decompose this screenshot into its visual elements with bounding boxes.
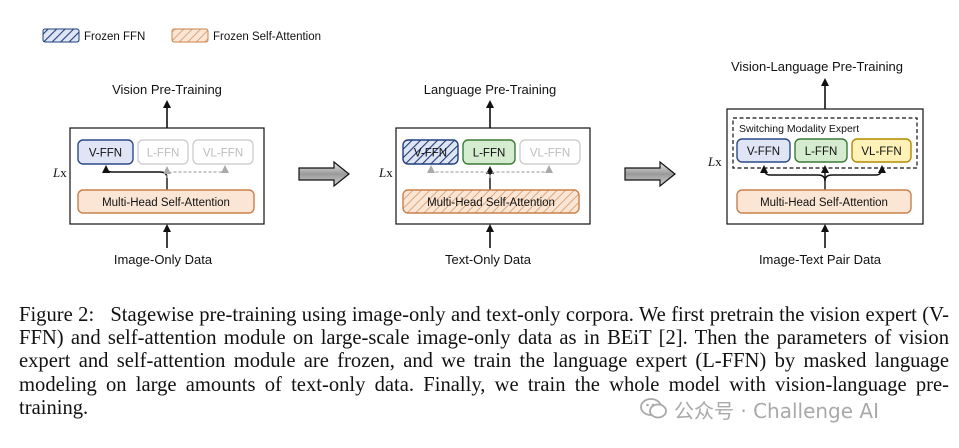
route-arrow-inactive [489, 165, 553, 179]
attention-block [77, 189, 255, 214]
stage-vision-language: Vision-Language Pre-Training Lx Switchin… [707, 59, 924, 267]
expert-l-ffn-label: L-FFN [805, 146, 838, 158]
input-label: Image-Text Pair Data [759, 252, 882, 267]
expert-v-ffn [77, 139, 134, 165]
legend-swatch-frozen-ffn [42, 28, 80, 43]
expert-vl-ffn-label: VL-FFN [530, 148, 570, 160]
layer-count-label: Lx [707, 154, 722, 169]
layer-count-label: Lx [378, 165, 393, 180]
stage-title: Vision-Language Pre-Training [731, 59, 903, 74]
input-label: Image-Only Data [114, 252, 213, 267]
expert-l-ffn [137, 139, 189, 165]
expert-v-ffn-label: V-FFN [414, 148, 447, 160]
caption-label: Figure 2: [19, 304, 95, 326]
stage-title: Vision Pre-Training [112, 82, 222, 97]
expert-v-ffn-label: V-FFN [89, 148, 122, 160]
attention-label: Multi-Head Self-Attention [427, 197, 555, 209]
stage-language: Language Pre-Training Lx V-FFN L-FFN VL-… [378, 82, 591, 267]
stage-transition-arrow [624, 160, 676, 188]
stage-title: Language Pre-Training [424, 82, 557, 97]
wechat-icon [640, 398, 667, 419]
legend: Frozen FFN Frozen Self-Attention [42, 28, 321, 43]
route-arrow-inactive [166, 165, 229, 179]
stage-transition-arrow [298, 160, 350, 188]
expert-vl-ffn [519, 139, 581, 165]
expert-l-ffn-label: L-FFN [147, 148, 180, 160]
attention-block [736, 189, 912, 214]
route-arrow-active [824, 165, 886, 182]
watermark-text: 公众号 · Challenge AI [674, 398, 879, 423]
expert-vl-ffn-label: VL-FFN [861, 146, 901, 158]
expert-l-ffn [794, 138, 848, 163]
attention-label: Multi-Head Self-Attention [760, 197, 888, 209]
expert-vl-ffn-label: VL-FFN [203, 148, 243, 160]
expert-v-ffn-frozen [402, 139, 459, 165]
expert-l-ffn [462, 139, 516, 165]
input-label: Text-Only Data [445, 252, 532, 267]
watermark: 公众号 · Challenge AI [640, 394, 879, 424]
expert-vl-ffn [192, 139, 254, 165]
route-arrow-inactive [427, 165, 491, 179]
expert-vl-ffn [851, 138, 912, 163]
attention-block-frozen [402, 189, 580, 214]
legend-swatch-frozen-attention [171, 28, 209, 43]
expert-v-ffn-label: V-FFN [747, 146, 780, 158]
stage-vision: Vision Pre-Training Lx V-FFN L-FFN VL-FF… [52, 82, 265, 267]
legend-label-frozen-attention: Frozen Self-Attention [213, 31, 321, 43]
expert-v-ffn [736, 138, 791, 163]
expert-l-ffn-label: L-FFN [473, 148, 506, 160]
figure-caption: Figure 2: Stagewise pre-training using i… [19, 304, 949, 420]
switching-expert-label: Switching Modality Expert [739, 123, 859, 135]
caption-text: Stagewise pre-training using image-only … [19, 304, 949, 419]
layer-count-label: Lx [52, 165, 67, 180]
legend-label-frozen-ffn: Frozen FFN [84, 31, 145, 43]
attention-label: Multi-Head Self-Attention [102, 197, 230, 209]
